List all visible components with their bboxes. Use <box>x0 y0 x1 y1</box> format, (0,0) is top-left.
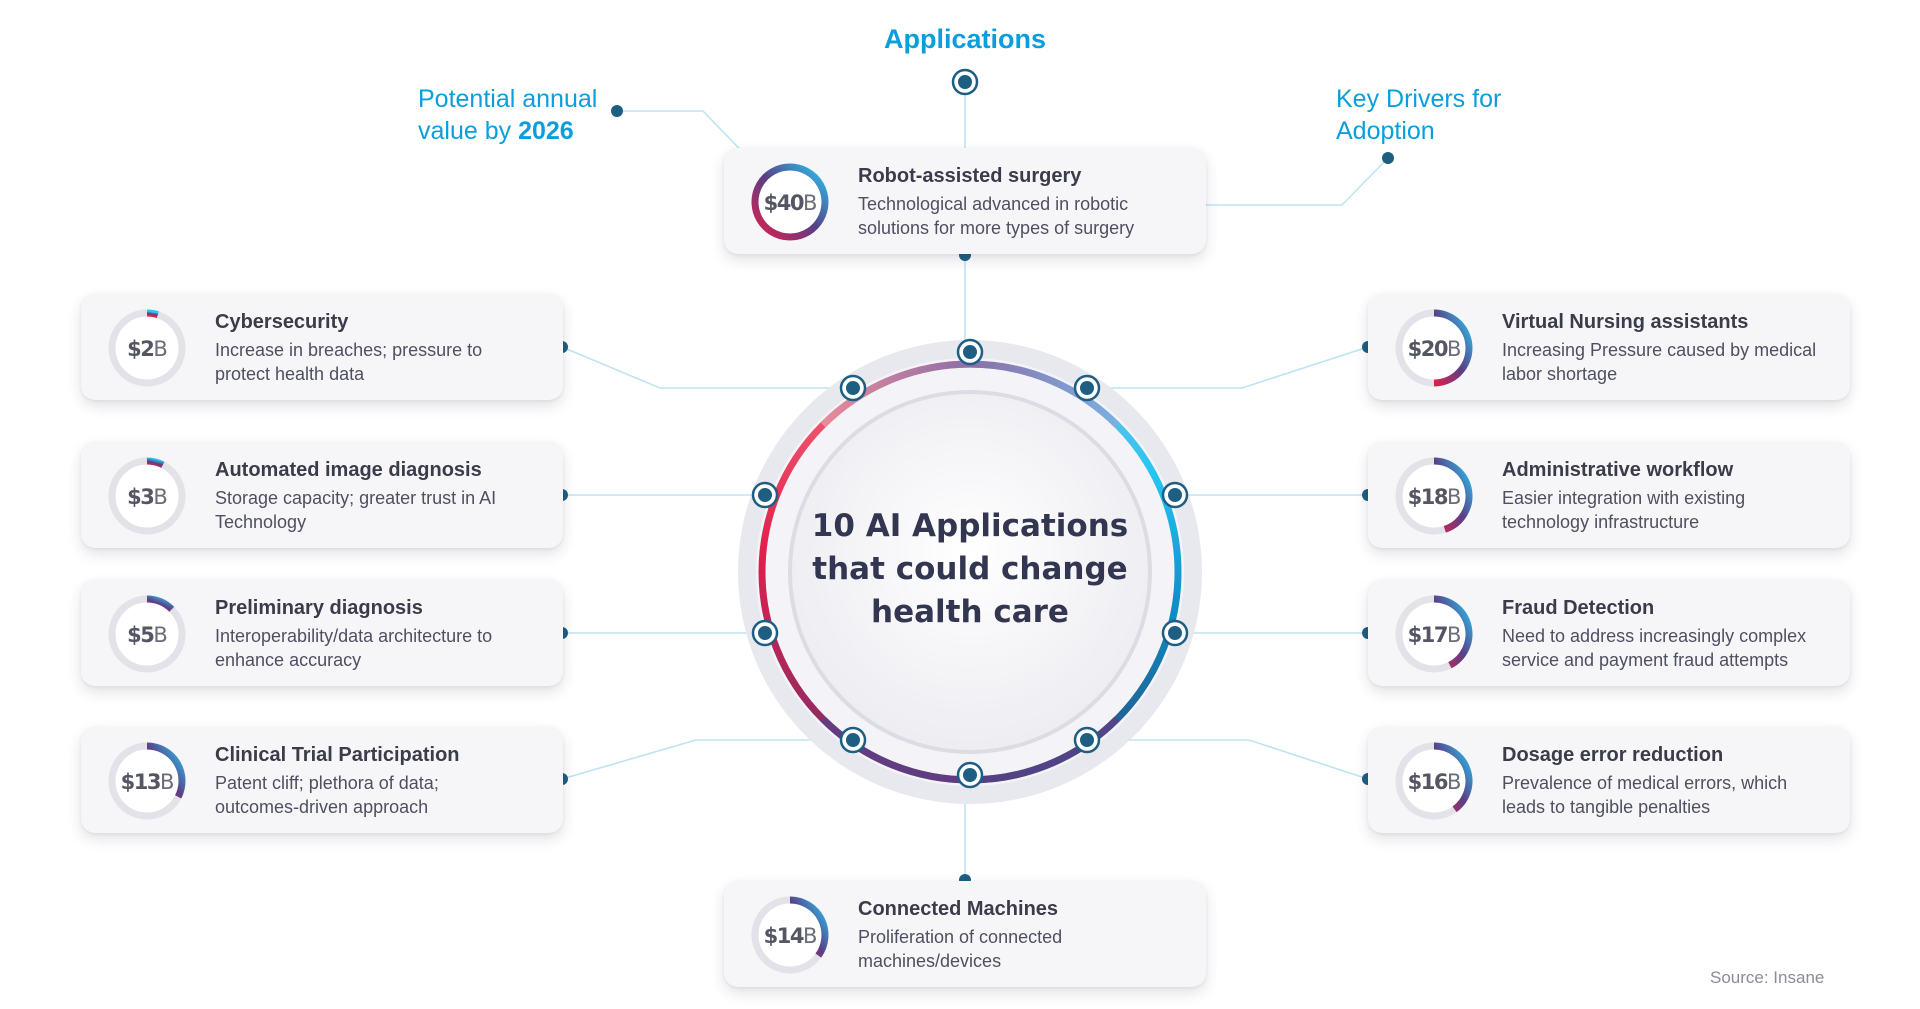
card-description-line2: enhance accuracy <box>215 650 362 670</box>
key-drivers-line1: Key Drivers for <box>1336 85 1502 113</box>
value-donut: $14B <box>751 896 829 974</box>
card-description-line1: Interoperability/data architecture to <box>215 626 493 646</box>
donut-amount-label: $5B <box>127 623 167 647</box>
card-title: Dosage error reduction <box>1502 744 1724 766</box>
donut-value-arc <box>146 595 175 612</box>
card-title: Cybersecurity <box>215 311 349 333</box>
donut-amount-label: $3B <box>127 485 167 509</box>
key-drivers-line2: Adoption <box>1336 117 1435 145</box>
card-description-line1: Patent cliff; plethora of data; <box>215 773 439 793</box>
central-hub <box>738 338 1202 804</box>
card-title: Robot-assisted surgery <box>858 165 1082 187</box>
card-title: Connected Machines <box>858 898 1059 920</box>
applications-node-icon <box>951 68 979 96</box>
card-automated-image-diagnosis: $3B Automated image diagnosis Storage ca… <box>81 442 563 548</box>
potential-value-year: 2026 <box>518 117 574 145</box>
donut-value-arc <box>1433 742 1473 813</box>
card-description-line1: Increase in breaches; pressure to <box>215 340 483 360</box>
card-dosage-error-reduction: $16B Dosage error reduction Prevalence o… <box>1368 727 1850 833</box>
donut-amount-label: $18B <box>1408 485 1461 509</box>
donut-amount-label: $2B <box>127 337 167 361</box>
value-donut: $2B <box>108 309 186 387</box>
card-title: Administrative workflow <box>1502 459 1734 481</box>
donut-amount-label: $17B <box>1408 623 1461 647</box>
card-description-line2: service and payment fraud attempts <box>1502 650 1789 670</box>
donut-amount-label: $13B <box>121 770 174 794</box>
value-donut: $20B <box>1395 309 1473 387</box>
card-description-line1: Proliferation of connected <box>858 927 1063 947</box>
card-description-line2: solutions for more types of surgery <box>858 218 1135 238</box>
donut-value-arc <box>1433 595 1473 669</box>
value-donut: $18B <box>1395 457 1473 535</box>
value-donut: $17B <box>1395 595 1473 673</box>
card-title: Virtual Nursing assistants <box>1502 311 1749 333</box>
card-clinical-trial-participation: $13B Clinical Trial Participation Patent… <box>81 727 563 833</box>
card-robot-assisted-surgery: $40B Robot-assisted surgery Technologica… <box>724 148 1206 254</box>
potential-value-text: value by <box>418 117 519 145</box>
donut-value-arc <box>1433 309 1473 387</box>
card-description-line1: Storage capacity; greater trust in AI <box>215 488 497 508</box>
card-title: Fraud Detection <box>1502 597 1655 619</box>
donut-value-arc <box>789 896 829 958</box>
card-virtual-nursing-assistants: $20B Virtual Nursing assistants Increasi… <box>1368 294 1850 400</box>
donut-value-arc <box>146 457 165 469</box>
card-description-line2: labor shortage <box>1502 364 1618 384</box>
donut-value-arc <box>146 742 186 799</box>
donut-value-arc <box>1433 457 1473 533</box>
value-donut: $3B <box>108 457 186 535</box>
donut-amount-label: $16B <box>1408 770 1461 794</box>
card-fraud-detection: $17B Fraud Detection Need to address inc… <box>1368 580 1850 686</box>
card-description-line2: protect health data <box>215 364 365 384</box>
card-connected-machines: $14B Connected Machines Proliferation of… <box>724 881 1206 987</box>
card-description-line1: Technological advanced in robotic <box>858 194 1129 214</box>
donut-amount-label: $20B <box>1408 337 1461 361</box>
donut-amount-label: $40B <box>764 191 817 215</box>
card-description-line2: leads to tangible penalties <box>1502 797 1711 817</box>
potential-value-line1: Potential annual <box>418 85 598 113</box>
center-title: 10 AI Applications that could change hea… <box>770 505 1170 634</box>
donut-amount-label: $14B <box>764 924 817 948</box>
key-drivers-label: Key Drivers for Adoption <box>1336 83 1501 147</box>
potential-value-line2: value by 2026 <box>418 115 597 147</box>
card-preliminary-diagnosis: $5B Preliminary diagnosis Interoperabili… <box>81 580 563 686</box>
card-description-line2: machines/devices <box>858 951 1002 971</box>
card-description-line2: Technology <box>215 512 307 532</box>
donut-value-arc <box>146 309 159 319</box>
potential-value-label: Potential annual value by 2026 <box>418 83 597 147</box>
center-title-line3: health care <box>871 594 1069 630</box>
card-title: Preliminary diagnosis <box>215 597 423 619</box>
card-description-line1: Need to address increasingly complex <box>1502 626 1807 646</box>
card-description-line2: outcomes-driven approach <box>215 797 429 817</box>
card-cybersecurity: $2B Cybersecurity Increase in breaches; … <box>81 294 563 400</box>
card-description-line1: Prevalence of medical errors, which <box>1502 773 1788 793</box>
card-administrative-workflow: $18B Administrative workflow Easier inte… <box>1368 442 1850 548</box>
applications-heading: Applications <box>883 24 1046 54</box>
value-donut: $40B <box>751 163 829 241</box>
source-note: Source: Insane <box>1710 968 1825 987</box>
card-title: Clinical Trial Participation <box>215 744 460 766</box>
card-description-line1: Easier integration with existing <box>1502 488 1746 508</box>
card-title: Automated image diagnosis <box>215 459 482 481</box>
card-description-line1: Increasing Pressure caused by medical <box>1502 340 1817 360</box>
value-donut: $5B <box>108 595 186 673</box>
value-donut: $16B <box>1395 742 1473 820</box>
center-title-line1: 10 AI Applications <box>811 508 1129 544</box>
value-donut: $13B <box>108 742 186 820</box>
donut-value-arc <box>751 163 829 241</box>
card-description-line2: technology infrastructure <box>1502 512 1700 532</box>
center-title-line2: that could change <box>812 551 1128 587</box>
